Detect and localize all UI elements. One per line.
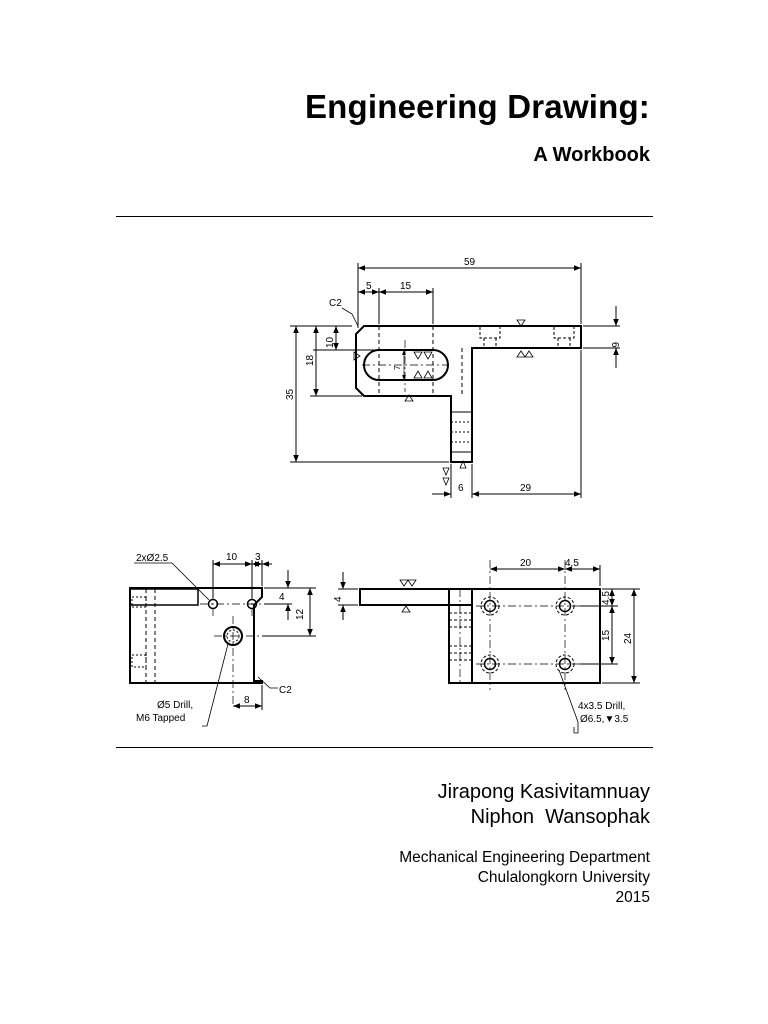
- left-view: [129, 560, 316, 727]
- top-view: [290, 263, 620, 498]
- dim-4-5-side: 4.5: [601, 591, 612, 605]
- book-title: Engineering Drawing:: [304, 88, 650, 125]
- chamfer-label-left: C2: [279, 685, 292, 696]
- dim-10: 10: [325, 336, 336, 348]
- drill-note-front-line1: 4x3.5 Drill,: [578, 701, 625, 712]
- affiliation-block: Mechanical Engineering Department Chulal…: [399, 848, 650, 908]
- authors-block: Jirapong Kasivitamnuay Niphon Wansophak: [438, 780, 650, 830]
- top-divider: [116, 216, 653, 217]
- dim-6-thickness: 6: [609, 342, 620, 348]
- dim-10-left: 10: [226, 552, 238, 563]
- dim-5: 5: [366, 281, 372, 292]
- dim-12-left: 12: [295, 608, 306, 620]
- author-1: Jirapong Kasivitamnuay: [437, 781, 650, 803]
- dim-4-left: 4: [279, 592, 285, 603]
- dim-20-front: 20: [520, 558, 532, 569]
- dim-29: 29: [520, 483, 532, 494]
- dim-35: 35: [285, 388, 296, 400]
- university: Chulalongkorn University: [477, 869, 650, 886]
- dim-4-front: 4: [333, 596, 344, 602]
- drill-note-line1: Ø5 Drill,: [157, 700, 193, 711]
- dim-15: 15: [400, 281, 412, 292]
- department: Mechanical Engineering Department: [399, 849, 650, 866]
- dim-24-front: 24: [623, 632, 634, 644]
- dim-59: 59: [464, 257, 476, 268]
- book-subtitle: A Workbook: [533, 144, 650, 166]
- dim-3-left: 3: [255, 552, 261, 563]
- dim-4-5-top: 4.5: [565, 558, 579, 569]
- bottom-divider: [116, 747, 653, 748]
- chamfer-label-top: C2: [329, 298, 342, 309]
- dim-7: 7: [393, 365, 402, 370]
- drill-note-line2: M6 Tapped: [136, 713, 185, 724]
- year: 2015: [615, 889, 650, 906]
- author-2: Niphon Wansophak: [470, 806, 650, 828]
- front-view: [338, 560, 640, 734]
- drill-note-front-line2: Ø6.5,▼3.5: [580, 714, 629, 725]
- dim-18: 18: [305, 354, 316, 366]
- dim-8-left: 8: [244, 695, 250, 706]
- hole-note-2x: 2xØ2.5: [136, 553, 169, 564]
- dim-15-front: 15: [601, 629, 612, 641]
- dim-6-arm: 6: [458, 483, 464, 494]
